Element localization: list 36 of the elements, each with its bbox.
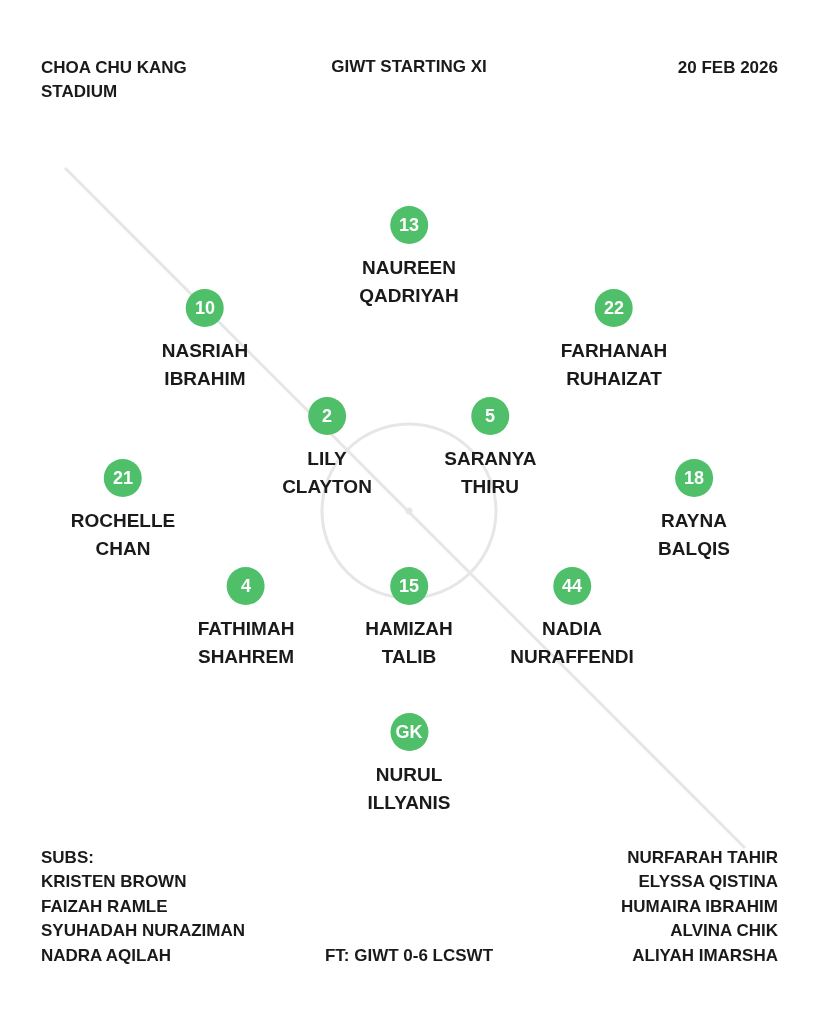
- player-name: HAMIZAH TALIB: [365, 617, 453, 669]
- player-name: SARANYA THIRU: [444, 447, 536, 499]
- sub-name: HUMAIRA IBRAHIM: [620, 896, 778, 918]
- sub-name: SYUHADAH NURAZIMAN: [41, 920, 245, 942]
- sub-name: NADRA AQILAH: [41, 945, 171, 967]
- date-text: 20 FEB 2026: [677, 57, 778, 79]
- shirt-number-badge: 2: [308, 397, 346, 435]
- sub-name: ALVINA CHIK: [670, 920, 778, 942]
- player-name: FARHANAH RUHAIZAT: [560, 339, 668, 391]
- shirt-number-badge: GK: [390, 713, 428, 751]
- shirt-number-badge: 5: [471, 397, 509, 435]
- player-name: NURUL ILLYANIS: [367, 763, 451, 815]
- shirt-number-badge: 44: [553, 567, 591, 605]
- player-name: FATHIMAH SHAHREM: [197, 617, 295, 669]
- player-name: ROCHELLE CHAN: [70, 509, 176, 561]
- player-name: NADIA NURAFFENDI: [510, 617, 634, 669]
- lineup-title: GIWT STARTING XI: [331, 57, 487, 77]
- player-name: NASRIAH IBRAHIM: [161, 339, 249, 391]
- shirt-number-badge: 13: [390, 206, 428, 244]
- final-score: FT: GIWT 0-6 LCSWT: [324, 945, 494, 967]
- subs-heading: SUBS:: [41, 847, 94, 869]
- sub-name: KRISTEN BROWN: [41, 871, 187, 893]
- shirt-number-badge: 15: [390, 567, 428, 605]
- shirt-number-badge: 21: [104, 459, 142, 497]
- player-name: RAYNA BALQIS: [658, 509, 730, 561]
- sub-name: ELYSSA QISTINA: [638, 871, 778, 893]
- player-name: NAUREEN QADRIYAH: [359, 256, 459, 308]
- sub-name: NURFARAH TAHIR: [627, 847, 778, 869]
- shirt-number-badge: 10: [186, 289, 224, 327]
- shirt-number-badge: 22: [595, 289, 633, 327]
- shirt-number-badge: 18: [675, 459, 713, 497]
- player-name: LILY CLAYTON: [282, 447, 372, 499]
- shirt-number-badge: 4: [227, 567, 265, 605]
- venue-text: CHOA CHU KANG STADIUM: [41, 57, 188, 103]
- sub-name: ALIYAH IMARSHA: [632, 945, 778, 967]
- sub-name: FAIZAH RAMLE: [41, 896, 168, 918]
